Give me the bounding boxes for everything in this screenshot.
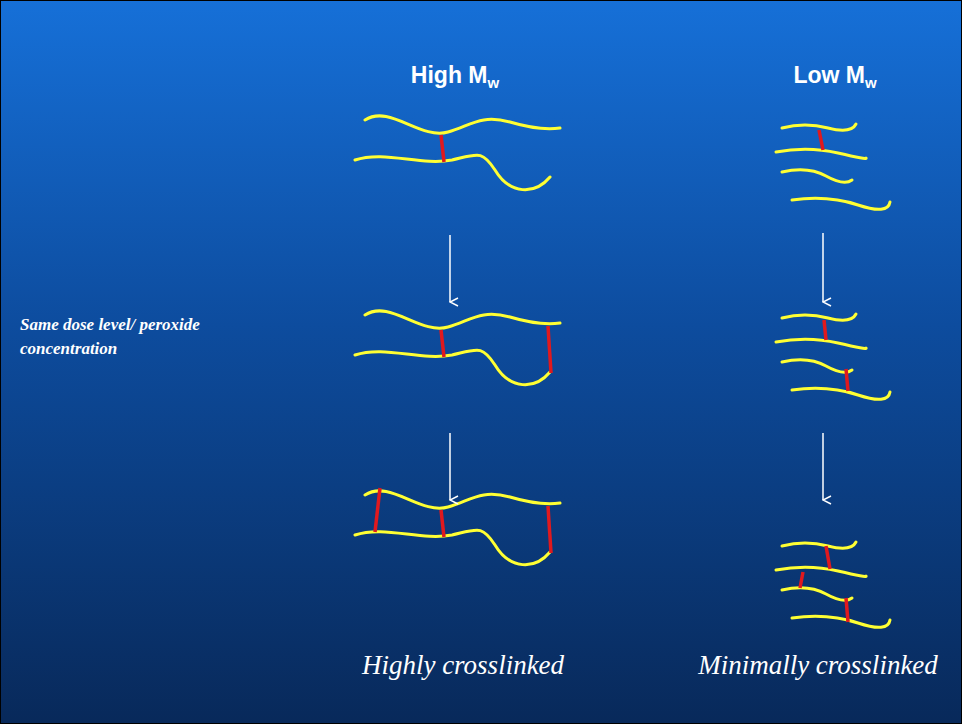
result-label: Minimally crosslinked xyxy=(698,650,938,681)
low-mw-chains xyxy=(776,542,890,627)
column-header: Low Mw xyxy=(793,62,876,91)
flow-arrow xyxy=(449,235,451,302)
result-label: Highly crosslinked xyxy=(362,650,564,681)
low-mw-chains xyxy=(776,314,890,399)
high-mw-chains xyxy=(355,488,560,565)
low-mw-chains xyxy=(776,124,890,209)
flow-arrow xyxy=(822,433,824,500)
flow-arrow xyxy=(822,233,824,302)
high-mw-chains xyxy=(355,116,560,190)
side-note: Same dose level/ peroxide concentration xyxy=(20,313,270,361)
column-header: High Mw xyxy=(411,62,499,91)
high-mw-chains xyxy=(355,311,560,385)
flow-arrow xyxy=(449,433,451,500)
